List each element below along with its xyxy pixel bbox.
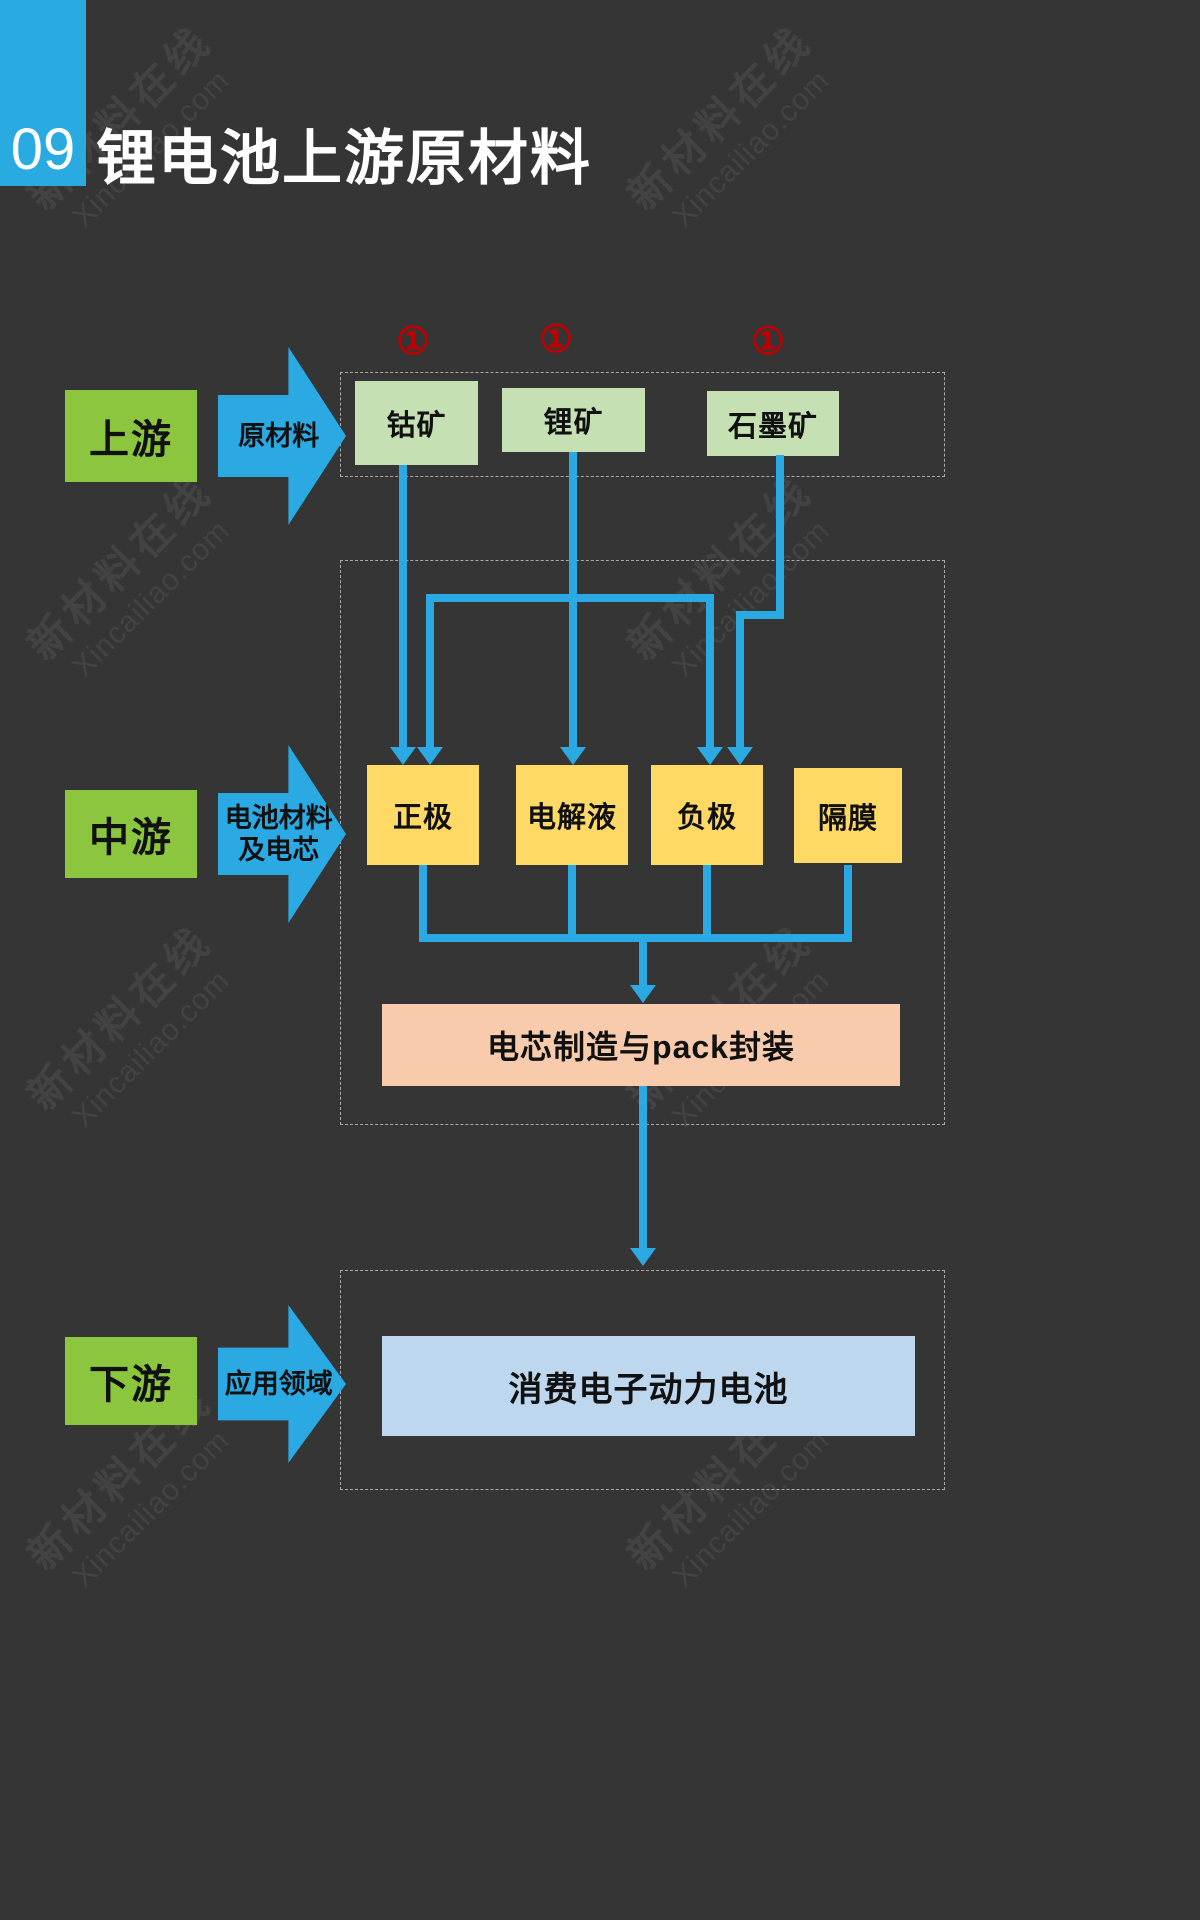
box-anode: 负极	[651, 765, 763, 865]
midstream-arrow-label: 电池材料 及电芯	[218, 745, 340, 923]
upstream-group-frame	[340, 372, 945, 477]
box-separator: 隔膜	[794, 768, 902, 863]
page-title: 锂电池上游原材料	[96, 125, 592, 192]
downstream-arrow: 应用领域	[218, 1305, 346, 1463]
box-cathode: 正极	[367, 765, 479, 865]
midstream-arrow-line1: 电池材料	[224, 802, 333, 833]
downstream-arrow-label: 应用领域	[224, 1368, 333, 1399]
midstream-arrow: 电池材料 及电芯	[218, 745, 346, 923]
page-number: 09	[10, 117, 76, 183]
stage-midstream-label: 中游	[65, 790, 197, 878]
stage-upstream-label: 上游	[65, 390, 197, 482]
footnote-marker-cobalt: ①	[395, 318, 431, 363]
stage-downstream-label: 下游	[65, 1337, 197, 1425]
watermark: 新材料在线 Xincailiao.com	[18, 916, 237, 1134]
upstream-arrow-label: 原材料	[238, 420, 320, 451]
page-number-badge: 09	[0, 0, 86, 186]
footnote-marker-lithium: ①	[538, 316, 574, 361]
box-application: 消费电子动力电池	[382, 1336, 915, 1436]
footnote-marker-graphite: ①	[750, 318, 786, 363]
watermark: 新材料在线 Xincailiao.com	[618, 16, 837, 234]
upstream-arrow: 原材料	[218, 347, 346, 525]
midstream-arrow-line2: 及电芯	[238, 835, 320, 865]
box-cell-pack-process: 电芯制造与pack封装	[382, 1004, 900, 1086]
box-cobalt-ore: 钴矿	[355, 381, 478, 465]
box-electrolyte: 电解液	[516, 765, 628, 865]
box-graphite-ore: 石墨矿	[707, 391, 839, 456]
box-lithium-ore: 锂矿	[502, 388, 645, 452]
